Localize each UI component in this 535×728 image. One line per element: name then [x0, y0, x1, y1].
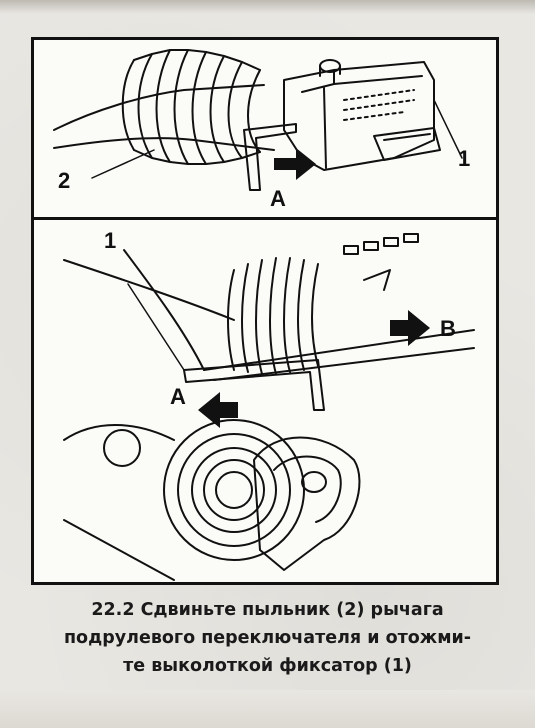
page-bottom-edge — [0, 690, 535, 728]
bottom-arrow-a-shape — [198, 392, 238, 428]
bottom-panel-illustration — [63, 233, 475, 581]
panel-divider — [34, 217, 496, 220]
top-panel-illustration — [53, 49, 463, 191]
bottom-callout-arrow-a: A — [170, 384, 186, 409]
arrow-b-shape — [390, 310, 430, 346]
bottom-callout-arrow-b: B — [440, 316, 456, 341]
top-callout-arrow-a: A — [270, 186, 286, 211]
figure-frame: 2 1 A — [31, 37, 499, 585]
figure-caption: 22.2 Сдвиньте пыльник (2) рычага подруле… — [20, 596, 515, 680]
page-top-edge — [0, 0, 535, 14]
bottom-callout-latch: 1 — [104, 228, 117, 253]
arrow-a-shape — [274, 148, 316, 180]
caption-line-3: те выколоткой фиксатор (1) — [123, 656, 412, 676]
caption-line-1: 22.2 Сдвиньте пыльник (2) рычага — [91, 600, 444, 620]
caption-line-2: подрулевого переключателя и отожми- — [63, 628, 472, 648]
top-callout-latch: 1 — [458, 146, 471, 171]
top-callout-boot: 2 — [58, 168, 71, 193]
